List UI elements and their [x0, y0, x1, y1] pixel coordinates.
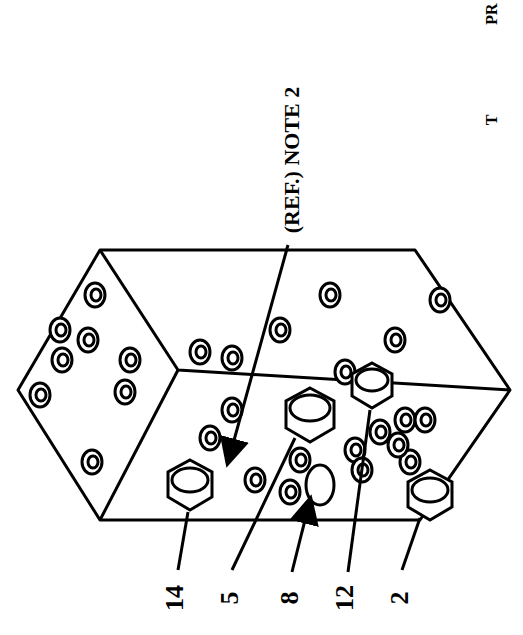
port-hole: [320, 283, 340, 307]
port-hole: [251, 474, 261, 486]
port-hole: [91, 289, 101, 301]
port-hole: [206, 432, 216, 444]
port-hole: [430, 288, 450, 312]
port-hole: [222, 346, 242, 370]
clipped-text: T: [484, 115, 500, 126]
port-hole: [56, 324, 66, 336]
port-hole: [421, 414, 431, 426]
port-hole: [30, 383, 50, 407]
port-hole: [388, 433, 408, 457]
port-hole: [84, 334, 94, 346]
port-hole: [85, 283, 105, 307]
port-hole: [126, 354, 136, 366]
port-hole: [286, 486, 296, 498]
port-hole: [394, 439, 404, 451]
note-reference: (REF.) NOTE 2: [281, 87, 303, 233]
callout-number: 14: [162, 585, 188, 611]
port-hole: [341, 366, 351, 378]
port-hole: [78, 328, 98, 352]
port-hole: [196, 346, 206, 358]
port-hole: [395, 408, 415, 432]
port-hole: [58, 354, 68, 366]
port-hole: [190, 340, 210, 364]
port-hole: [351, 444, 361, 456]
port-hole: [115, 380, 135, 404]
port-hole: [200, 426, 220, 450]
port-hole: [370, 420, 390, 444]
port-hole: [391, 334, 401, 346]
port-hole: [245, 468, 265, 492]
callout-number: 2: [387, 592, 413, 605]
port-hole: [385, 328, 405, 352]
port-hole: [280, 480, 300, 504]
port-hole: [82, 450, 102, 474]
clipped-text: PR: [484, 3, 500, 24]
port-hole: [376, 426, 386, 438]
port-hole: [120, 348, 140, 372]
port-hole: [276, 324, 286, 336]
port-hole: [228, 352, 238, 364]
port-hole: [36, 389, 46, 401]
callout-number: 8: [277, 592, 303, 605]
port-hole: [401, 414, 411, 426]
callout-number: 12: [332, 585, 358, 611]
port-hole: [52, 348, 72, 372]
port-hole: [290, 448, 310, 472]
port-hole: [406, 456, 416, 468]
port-hole: [270, 318, 290, 342]
port-hole: [88, 456, 98, 468]
port-hole: [121, 386, 131, 398]
port-hole: [436, 294, 446, 306]
callout-number: 5: [217, 592, 243, 605]
port-hole: [296, 454, 306, 466]
port-hole: [50, 318, 70, 342]
port-hole: [415, 408, 435, 432]
port-hole: [326, 289, 336, 301]
port-hole: [228, 404, 238, 416]
